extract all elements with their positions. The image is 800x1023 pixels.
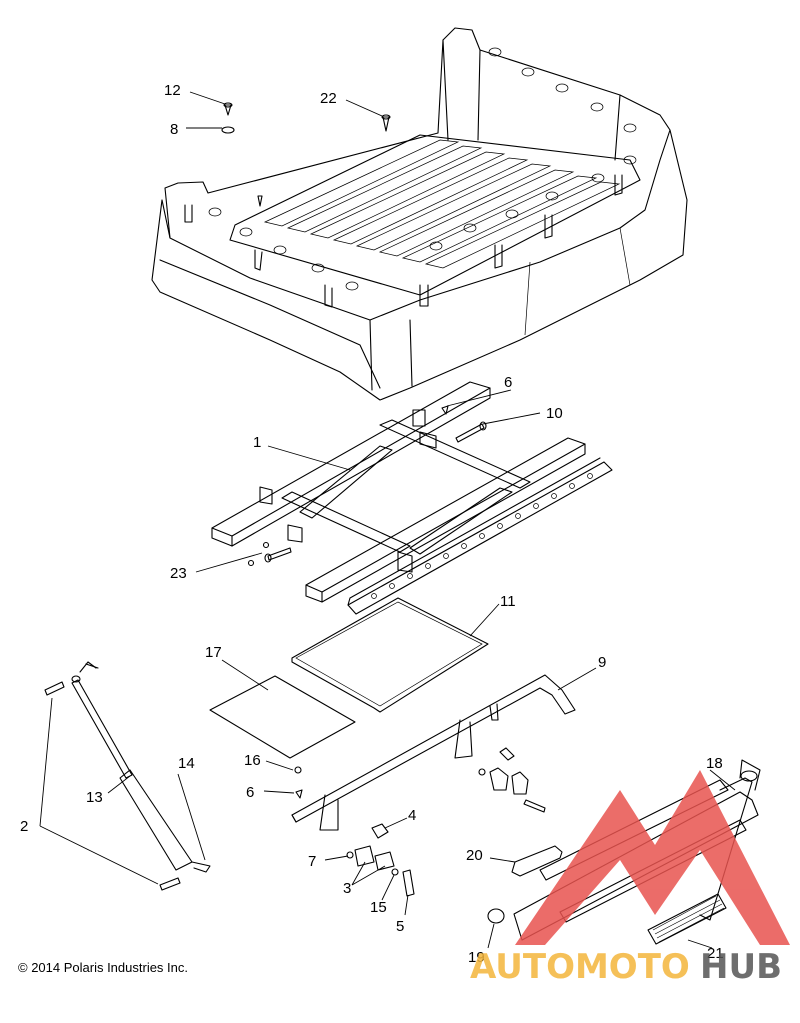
- latch-hardware: [346, 747, 546, 897]
- frame: [211, 381, 613, 615]
- ring-16: [294, 766, 302, 774]
- callout-4: 4: [408, 807, 416, 824]
- callout-3: 3: [343, 880, 351, 897]
- pivot-pin-10: [455, 421, 487, 443]
- clip-6-lower: [295, 789, 303, 799]
- cap-19: [487, 908, 505, 924]
- callout-21: 21: [707, 945, 724, 962]
- callout-18: 18: [706, 755, 723, 772]
- callout-9: 9: [598, 654, 606, 671]
- leader-lines: [39, 91, 736, 949]
- callout-2: 2: [20, 818, 28, 835]
- callout-22: 22: [320, 90, 337, 107]
- callout-19: 19: [468, 949, 485, 966]
- copyright-notice: © 2014 Polaris Industries Inc.: [18, 960, 188, 975]
- callout-10: 10: [546, 405, 563, 422]
- callout-7: 7: [308, 853, 316, 870]
- cargo-box: [151, 27, 688, 401]
- callout-11: 11: [500, 593, 516, 610]
- callout-6-upper: 6: [504, 374, 512, 391]
- callout-12: 12: [164, 82, 181, 99]
- clip-6-upper: [441, 405, 449, 415]
- watermark-word-part1: AUTOMOTO: [470, 947, 690, 987]
- callout-5: 5: [396, 918, 404, 935]
- screw-12: [223, 102, 233, 116]
- screw-22: [381, 114, 391, 132]
- bracket-20: [511, 845, 563, 877]
- rear-bar-9: [291, 674, 576, 831]
- callout-labels: 12 8 22 6 10 1 23 11 17 9 16 6 14 13 2 4…: [20, 82, 724, 966]
- watermark-triangle-icon: [515, 770, 790, 945]
- callout-6-lower: 6: [246, 784, 254, 801]
- callout-8: 8: [170, 121, 178, 138]
- pin-2: [44, 681, 181, 891]
- callout-23: 23: [170, 565, 187, 582]
- gas-strut-13: [71, 661, 193, 871]
- watermark-word-part2: HUB: [700, 947, 782, 987]
- callout-17: 17: [205, 644, 222, 661]
- automotohub-watermark: AUTOMOTO HUB: [470, 770, 790, 987]
- callout-16: 16: [244, 752, 261, 769]
- washer-8: [221, 126, 235, 134]
- bolt-23: [247, 541, 292, 567]
- panel-17: [209, 675, 356, 759]
- grille-21: [647, 893, 727, 945]
- callout-1: 1: [253, 434, 261, 451]
- callout-15: 15: [370, 899, 387, 916]
- strut-end-14: [85, 663, 211, 873]
- callout-14: 14: [178, 755, 195, 772]
- floor-panel-11: [291, 597, 489, 713]
- callout-13: 13: [86, 789, 103, 806]
- callout-20: 20: [466, 847, 483, 864]
